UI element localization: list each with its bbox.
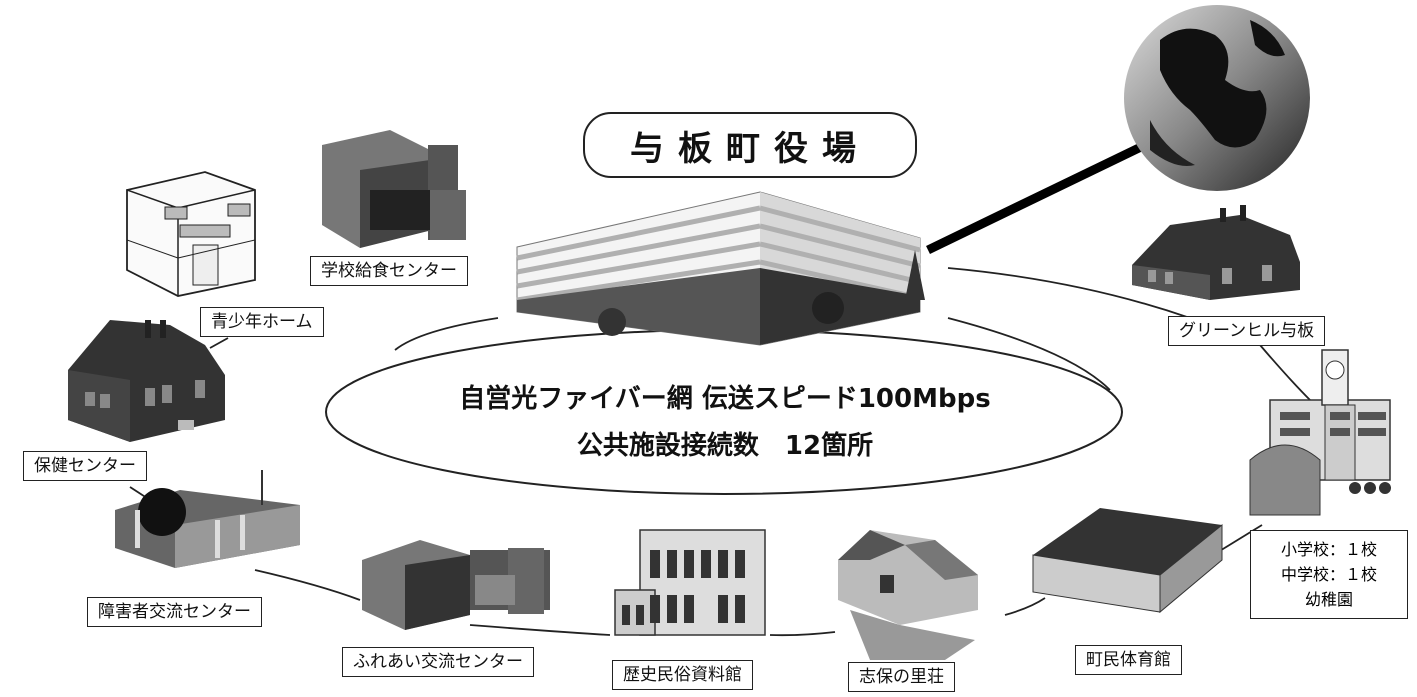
green-hill-building xyxy=(1132,205,1300,300)
history-museum-building xyxy=(614,529,766,636)
globe-icon xyxy=(1124,5,1310,191)
junior-high-school-count: 中学校：１校 xyxy=(1280,565,1377,584)
shiho-no-sato-building xyxy=(838,530,978,660)
label-shiho-no-sato: 志保の里荘 xyxy=(848,662,955,692)
health-center-building xyxy=(115,470,300,568)
internet-link xyxy=(926,140,1147,255)
label-disability-exchange-center: 障害者交流センター xyxy=(87,597,262,627)
label-fureai-center: ふれあい交流センター xyxy=(342,647,534,677)
label-gymnasium: 町民体育館 xyxy=(1075,645,1182,675)
gymnasium-building xyxy=(1032,508,1223,614)
house-building-left xyxy=(68,320,225,442)
kindergarten-label: 幼稚園 xyxy=(1304,590,1353,609)
label-history-museum: 歴史民俗資料館 xyxy=(612,660,753,690)
label-health-center: 保健センター xyxy=(23,451,147,481)
facility-count-text: 公共施設接続数 12箇所 xyxy=(576,431,874,461)
town-hall-building xyxy=(516,191,925,346)
school-building xyxy=(1249,349,1391,516)
elementary-school-count: 小学校：１校 xyxy=(1280,540,1377,559)
label-green-hill-yoita: グリーンヒル与板 xyxy=(1168,316,1326,346)
fureai-center-building xyxy=(362,540,550,630)
network-speed-text: 自営光ファイバー網 伝送スピード100Mbps xyxy=(459,384,991,414)
town-hall-title: 与板町役場 xyxy=(583,112,917,178)
label-youth-home: 青少年ホーム xyxy=(200,307,324,337)
label-school-lunch-center: 学校給食センター xyxy=(310,256,468,286)
schools-box: 小学校：１校 中学校：１校 幼稚園 xyxy=(1250,530,1408,619)
school-lunch-center-building xyxy=(322,130,466,248)
youth-home-building xyxy=(126,171,256,297)
